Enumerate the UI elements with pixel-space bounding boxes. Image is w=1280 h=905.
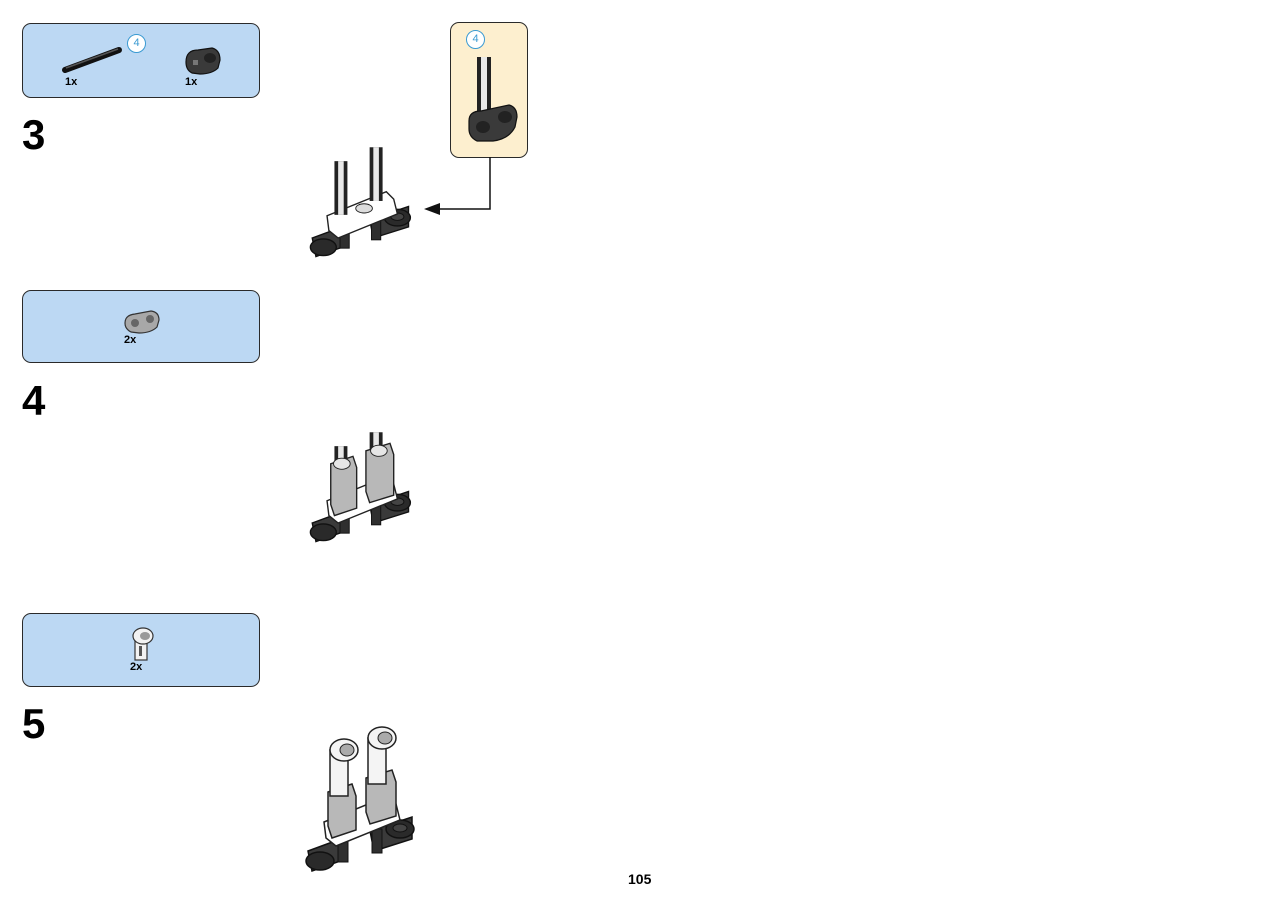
axle-quantity: 1x: [65, 76, 78, 88]
step-3-callout-marker: 4: [127, 34, 146, 53]
subassembly-callout: 4: [450, 22, 528, 158]
callout-arrow: [424, 157, 491, 215]
angle-connector-quantity: 2x: [130, 661, 143, 673]
subassembly-image: [468, 57, 518, 142]
step-4-assembly-image: [300, 423, 430, 548]
axle-connector-quantity: 1x: [185, 76, 198, 88]
subassembly-marker: 4: [466, 30, 485, 49]
axle-connector-part-image: [185, 47, 221, 75]
angle-connector-part-image: [132, 627, 154, 661]
step-4-number: 4: [22, 377, 46, 424]
step-3-number: 3: [22, 111, 46, 158]
page-number: 105: [628, 871, 652, 887]
step-3-parts-list: 4 1x 1x: [22, 23, 260, 98]
beam-connector-quantity: 2x: [124, 334, 137, 346]
step-5-parts-list: 2x: [22, 613, 260, 687]
step-5-assembly-image: [300, 726, 430, 873]
step-3-assembly-image: [300, 138, 430, 263]
step-4-parts-list: 2x: [22, 290, 260, 363]
axle-part-image: [62, 47, 122, 73]
beam-connector-part-image: [124, 310, 160, 334]
step-5-number: 5: [22, 700, 46, 747]
